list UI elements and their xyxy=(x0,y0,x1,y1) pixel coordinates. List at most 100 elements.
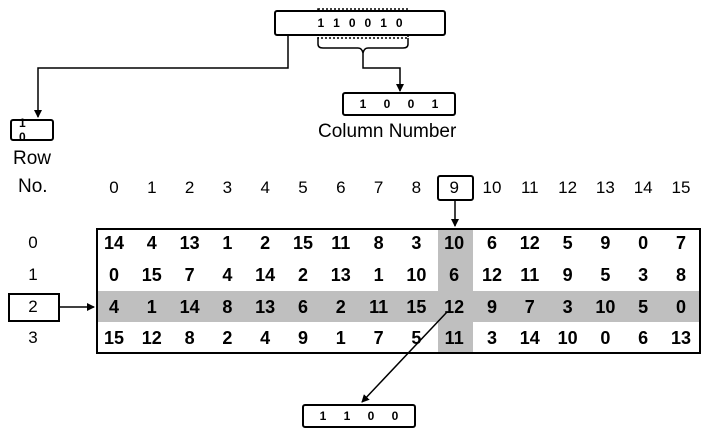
column-header: 12 xyxy=(558,178,578,197)
sbox-cell: 8 xyxy=(675,265,686,285)
row-header: 3 xyxy=(28,328,38,347)
row-label: Row xyxy=(13,148,52,169)
highlight-row xyxy=(96,291,701,322)
column-header: 7 xyxy=(373,178,384,197)
sbox-cell: 5 xyxy=(638,297,649,317)
sbox-cell: 0 xyxy=(638,233,649,253)
sbox-cell: 14 xyxy=(179,297,200,317)
sbox-cell: 9 xyxy=(562,265,573,285)
column-header: 0 xyxy=(109,178,119,197)
column-header: 9 xyxy=(449,178,459,197)
output-bits: 1 1 0 0 xyxy=(319,409,406,423)
sbox-cell: 13 xyxy=(255,297,276,317)
input-bit: 1 xyxy=(380,16,387,30)
sbox-cell: 5 xyxy=(411,328,422,348)
column-bits-box: 1 0 0 1 xyxy=(342,92,456,116)
sbox-cell: 9 xyxy=(600,233,611,253)
sbox-cell: 13 xyxy=(670,328,692,348)
sbox-cell: 2 xyxy=(222,328,233,348)
sbox-cell: 11 xyxy=(331,233,351,253)
sbox-cell: 4 xyxy=(260,328,271,348)
row-bits-box: 1 0 xyxy=(10,116,54,144)
sbox-cell: 8 xyxy=(184,328,195,348)
input-bit: 1 xyxy=(317,16,325,30)
sbox-cell: 11 xyxy=(369,297,389,317)
sbox-cell: 4 xyxy=(222,265,233,285)
highlight-column-box xyxy=(437,175,474,201)
sbox-cell: 6 xyxy=(638,328,649,348)
input-bit: 0 xyxy=(348,16,356,30)
column-header: 6 xyxy=(336,178,346,197)
no-label: No. xyxy=(18,176,48,197)
row-bits: 1 0 xyxy=(19,116,33,144)
sbox-cell: 10 xyxy=(595,297,616,317)
sbox-cell: 6 xyxy=(486,233,497,253)
sbox-cell: 8 xyxy=(373,233,384,253)
sbox-cell: 1 xyxy=(373,265,384,285)
sbox-cell: 7 xyxy=(675,233,686,253)
sbox-cell: 12 xyxy=(141,328,162,348)
column-number-label: Column Number xyxy=(318,121,457,142)
sbox-cell: 0 xyxy=(600,328,611,348)
sbox-cell: 3 xyxy=(411,233,422,253)
input-bit: 0 xyxy=(395,16,403,30)
sbox-cell: 2 xyxy=(297,265,308,285)
column-header: 1 xyxy=(147,178,157,197)
column-arrow xyxy=(362,53,404,92)
row-arrow xyxy=(34,34,289,118)
sbox-cell: 9 xyxy=(297,328,308,348)
sbox-cell: 11 xyxy=(520,265,540,285)
column-header: 3 xyxy=(222,178,233,197)
sbox-cell: 9 xyxy=(486,297,497,317)
output-arrow xyxy=(361,311,448,403)
column-header: 5 xyxy=(298,178,308,197)
sbox-cell: 2 xyxy=(335,297,346,317)
sbox-cell: 3 xyxy=(562,297,573,317)
sbox-cell: 12 xyxy=(481,265,503,285)
sbox-cell: 5 xyxy=(600,265,611,285)
sbox-cell: 7 xyxy=(524,297,535,317)
sbox-cell: 10 xyxy=(406,265,427,285)
sbox-cell: 4 xyxy=(108,297,119,317)
sbox-cell: 10 xyxy=(444,233,465,253)
row-header: 2 xyxy=(28,297,38,316)
sbox-cell: 4 xyxy=(146,233,157,253)
sbox-cell: 6 xyxy=(297,297,308,317)
sbox-cell: 1 xyxy=(146,297,157,317)
column-header: 11 xyxy=(520,178,539,197)
row-header: 1 xyxy=(28,265,38,284)
column-header: 4 xyxy=(260,178,270,197)
input-bit: 1 xyxy=(333,16,340,30)
column-header: 15 xyxy=(671,178,691,197)
sbox-cell: 11 xyxy=(444,328,464,348)
sbox-cell: 0 xyxy=(108,265,119,285)
sbox-cell: 13 xyxy=(330,265,351,285)
sbox-cell: 14 xyxy=(255,265,276,285)
sbox-cell: 7 xyxy=(184,265,195,285)
column-bits: 1 0 0 1 xyxy=(359,97,446,111)
output-bits-box: 1 1 0 0 xyxy=(302,404,416,428)
sbox-cell: 12 xyxy=(444,297,465,317)
middle-bits-brace xyxy=(317,38,409,54)
sbox-cell: 15 xyxy=(141,265,162,285)
column-header: 10 xyxy=(482,178,502,197)
sbox-cell: 7 xyxy=(373,328,384,348)
sbox-cell: 10 xyxy=(557,328,578,348)
sbox-cell: 8 xyxy=(222,297,233,317)
input-bit: 0 xyxy=(364,16,372,30)
sbox-cell: 3 xyxy=(486,328,497,348)
row-header: 0 xyxy=(28,233,38,252)
sbox-cell: 13 xyxy=(179,233,200,253)
highlight-row-box xyxy=(8,293,60,322)
sbox-table xyxy=(96,228,701,354)
sbox-cell: 1 xyxy=(335,328,346,348)
sbox-cell: 15 xyxy=(292,233,314,253)
sbox-cell: 15 xyxy=(103,328,125,348)
sbox-cell: 1 xyxy=(222,233,233,253)
column-header: 14 xyxy=(633,178,653,197)
column-header: 8 xyxy=(411,178,422,197)
